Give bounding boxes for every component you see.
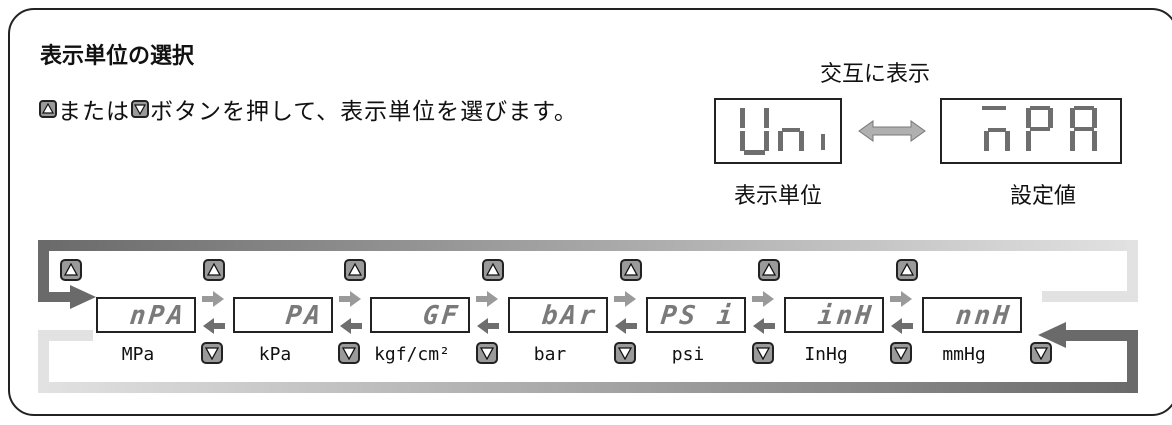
unit-display-inhg: inH — [784, 297, 884, 333]
panel-frame — [8, 8, 1172, 416]
right-arrow-icon — [752, 291, 774, 307]
down-triangle-icon — [618, 347, 632, 360]
unit-display-segments — [740, 108, 825, 155]
unit-display-caption: 表示単位 — [734, 184, 823, 209]
instruction-post: ボタンを押して、表示単位を選びます。 — [150, 99, 578, 125]
up-triangle-icon — [624, 263, 638, 276]
down-triangle-icon — [342, 347, 356, 360]
down-button-2[interactable] — [338, 342, 360, 364]
cycle-arrow-pair — [752, 291, 775, 334]
loop-bottom-band — [38, 322, 1138, 393]
right-arrow-icon — [614, 291, 636, 307]
instruction-text: または ボタンを押して、表示単位を選びます。 — [38, 92, 578, 126]
unit-display-text: inH — [816, 301, 876, 331]
cycle-arrow-pair — [890, 291, 913, 334]
right-arrow-icon — [890, 291, 912, 307]
left-arrow-icon — [340, 318, 362, 334]
right-arrow-icon — [339, 291, 361, 307]
instruction-mid: または — [58, 99, 130, 125]
cycle-arrow-pair — [339, 291, 362, 334]
down-button-icon — [131, 100, 149, 118]
left-arrow-icon — [891, 318, 913, 334]
left-arrow-icon — [753, 318, 775, 334]
unit-label: MPa — [121, 344, 155, 365]
up-button-6[interactable] — [758, 259, 780, 281]
unit-label: kPa — [258, 344, 292, 365]
unit-display-psi: PS i — [646, 297, 746, 333]
unit-display-kgfcm: GF — [370, 297, 470, 333]
left-arrow-icon — [477, 318, 499, 334]
unit-label: InHg — [804, 344, 848, 365]
unit-label: mmHg — [942, 344, 986, 365]
value-display-large — [940, 98, 1122, 164]
down-triangle-icon — [756, 347, 770, 360]
down-triangle-icon — [480, 347, 494, 360]
unit-display-text: nnH — [954, 301, 1014, 331]
unit-display-mmhg: nnH — [922, 297, 1022, 333]
unit-display-text: PS i — [659, 301, 738, 331]
down-triangle-icon — [1034, 347, 1048, 360]
down-button-7[interactable] — [1030, 342, 1052, 364]
unit-label: bar — [533, 344, 567, 365]
right-arrow-icon — [202, 291, 224, 307]
unit-display-kpa: PA — [233, 297, 333, 333]
up-button-1[interactable] — [60, 259, 82, 281]
left-arrow-icon — [203, 318, 225, 334]
cycle-arrow-pair — [202, 291, 225, 334]
value-display-caption: 設定値 — [1010, 184, 1077, 209]
unit-display-text: bAr — [540, 301, 600, 331]
up-triangle-icon — [900, 263, 914, 276]
left-right-arrow-icon — [858, 120, 926, 142]
down-button-1[interactable] — [201, 342, 223, 364]
up-button-2[interactable] — [203, 259, 225, 281]
alternating-label: 交互に表示 — [820, 62, 931, 87]
up-triangle-icon — [207, 263, 221, 276]
up-button-7[interactable] — [896, 259, 918, 281]
down-button-6[interactable] — [890, 342, 912, 364]
down-triangle-icon — [894, 347, 908, 360]
section-title: 表示単位の選択 — [40, 44, 195, 69]
unit-display-large — [714, 98, 842, 164]
up-button-icon — [39, 100, 57, 118]
unit-display-bar: bAr — [508, 297, 608, 333]
unit-display-text: nPA — [128, 301, 188, 331]
up-triangle-icon — [762, 263, 776, 276]
up-triangle-icon — [486, 263, 500, 276]
down-button-5[interactable] — [752, 342, 774, 364]
unit-display-text: PA — [284, 301, 325, 331]
down-triangle-icon — [205, 347, 219, 360]
unit-label: kgf/cm² — [374, 344, 450, 365]
unit-display-text: GF — [421, 301, 462, 331]
up-triangle-icon — [64, 263, 78, 276]
cycle-arrow-pair — [614, 291, 637, 334]
unit-display-mpa: nPA — [96, 297, 196, 333]
up-button-4[interactable] — [482, 259, 504, 281]
unit-label: psi — [671, 344, 705, 365]
down-button-4[interactable] — [614, 342, 636, 364]
cycle-arrow-pair — [476, 291, 499, 334]
up-triangle-icon — [348, 263, 362, 276]
left-arrow-icon — [615, 318, 637, 334]
up-button-5[interactable] — [620, 259, 642, 281]
up-button-3[interactable] — [344, 259, 366, 281]
right-arrow-icon — [476, 291, 498, 307]
value-display-segments — [982, 106, 1097, 151]
down-button-3[interactable] — [476, 342, 498, 364]
loop-top-band — [38, 240, 1138, 309]
